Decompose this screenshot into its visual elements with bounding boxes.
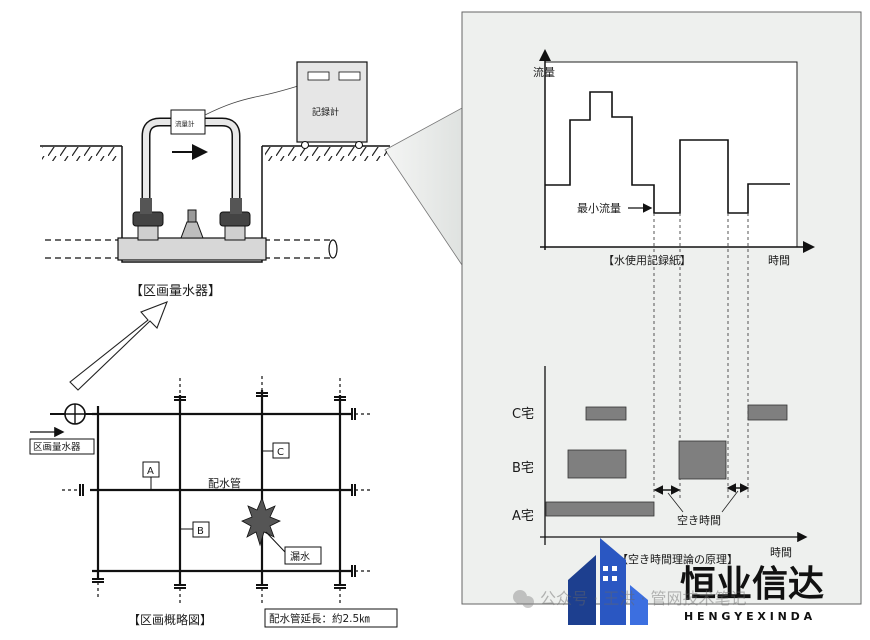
flow-curve (545, 91, 790, 214)
usage-row-b: B宅 (512, 461, 534, 476)
usage-bar-c-1 (585, 406, 627, 421)
network-map-labels: 区画量水器 A B C 配水管 漏水 【区画概略図】 配水管延長：約2.5㎞ (29, 438, 398, 628)
flow-chart-xlabel: 時間 (768, 254, 790, 267)
usage-row-c: C宅 (512, 407, 534, 422)
leak-label-box (284, 546, 322, 565)
house-c-label: C (277, 447, 284, 458)
brand-name-cn: 恒业信达 (680, 564, 824, 605)
meter-chamber-caption: 【区画量水器】 (130, 284, 221, 299)
usage-bar-b-2 (678, 440, 727, 480)
usage-bar-c-2 (747, 404, 788, 421)
flow-chart-ylabel: 流量 (533, 65, 555, 79)
district-meter-label: 区画量水器 (33, 441, 81, 453)
pipe-length-label: 配水管延長：約2.5㎞ (269, 612, 370, 625)
recorder-label: 記録計 (312, 106, 339, 118)
flow-chart: 流量 最小流量 時間 【水使用記録紙】 (533, 49, 815, 267)
usage-bar-a-1 (545, 501, 655, 517)
district-meter-label-box (29, 438, 95, 455)
flowmeter-label: 流量計 (175, 119, 195, 128)
pipe-label: 配水管 (208, 476, 241, 490)
usage-row-a: A宅 (512, 509, 534, 524)
flow-chart-caption: 【水使用記録紙】 (603, 253, 691, 267)
leak-label: 漏水 (290, 551, 310, 563)
pipe-length-box (264, 608, 398, 628)
gap-label: 空き時間 (677, 513, 721, 527)
network-map (30, 376, 370, 603)
house-b-box (192, 521, 210, 538)
zoom-connector (384, 107, 463, 267)
min-flow-label: 最小流量 (577, 201, 621, 215)
house-b-label: B (197, 526, 204, 537)
wechat-watermark: 公众号 · 王洪 · 管网技术笔记 (513, 589, 747, 608)
usage-chart: C宅 B宅 A宅 空き時間 時間 【空き時間理論の原理】 (512, 366, 808, 566)
flowmeter-box (170, 109, 206, 135)
usage-bar-b-1 (567, 449, 627, 479)
leak-burst (241, 496, 281, 547)
network-map-caption: 【区画概略図】 (128, 612, 212, 627)
wechat-watermark-text: 公众号 · 王洪 · 管网技术笔记 (540, 589, 747, 608)
usage-chart-xlabel: 時間 (770, 546, 792, 559)
usage-chart-caption: 【空き時間理論の原理】 (617, 552, 738, 566)
house-c-box (272, 442, 290, 459)
brand-logo: 恒业信达 H E N G Y E X I N D A (568, 538, 824, 625)
house-a-label: A (147, 466, 154, 477)
zoom-arrow (69, 301, 168, 391)
house-a-box (142, 461, 160, 478)
meter-chamber: 流量計 記録計 【区画量水器】 (40, 61, 390, 299)
brand-name-en: H E N G Y E X I N D A (684, 610, 813, 623)
